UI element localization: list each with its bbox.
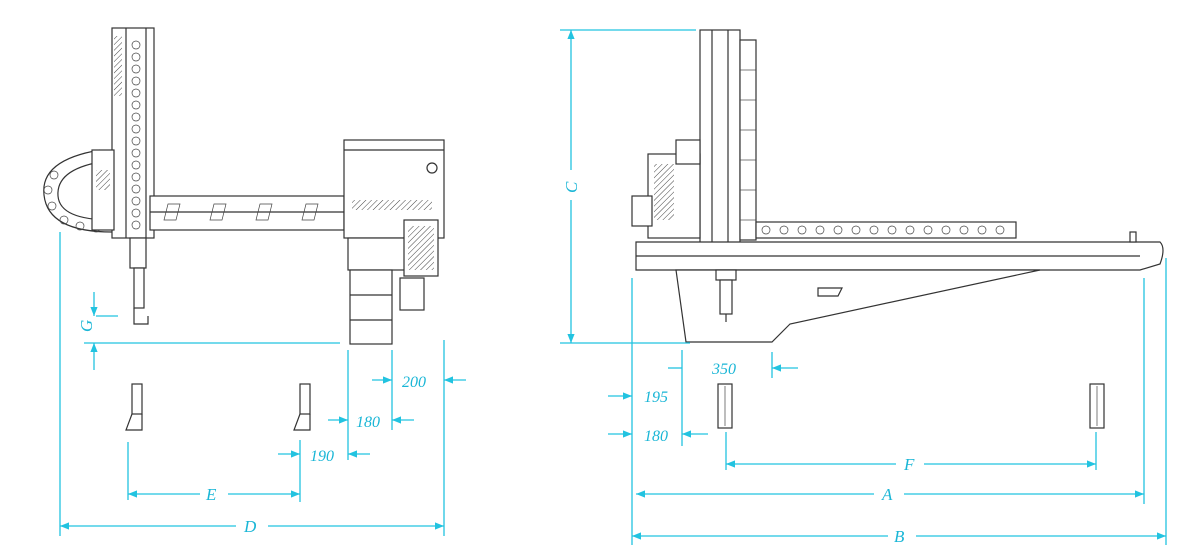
dim-A: A xyxy=(636,278,1145,504)
dim-180-left-label: 180 xyxy=(356,414,380,431)
left-cable-chain-links xyxy=(131,40,141,230)
dim-190: 190 xyxy=(278,440,370,502)
dim-180-right: 180 xyxy=(608,428,708,445)
right-horizontal-beam xyxy=(635,221,1164,271)
left-gripper xyxy=(129,237,149,325)
left-curved-cable-chain xyxy=(43,149,115,233)
dim-195: 195 xyxy=(608,278,683,545)
dim-180-right-label: 180 xyxy=(644,428,668,445)
dim-B-label: B xyxy=(894,527,905,546)
dim-F-label: F xyxy=(903,455,915,474)
right-gripper-position-2 xyxy=(1089,383,1105,429)
dim-D: D xyxy=(59,232,444,536)
dim-D-label: D xyxy=(243,517,257,536)
right-view: C 350 195 180 F xyxy=(560,29,1167,546)
dim-C-label: C xyxy=(562,181,581,193)
dim-180-left: 180 xyxy=(328,350,414,460)
right-gripper-position-1 xyxy=(717,383,733,429)
dim-195-label: 195 xyxy=(644,389,668,406)
dim-200-label: 200 xyxy=(402,374,426,391)
dim-350-label: 350 xyxy=(711,361,736,378)
left-control-box xyxy=(343,139,445,345)
left-vertical-mast xyxy=(111,27,155,239)
dim-350: 350 xyxy=(668,352,798,378)
right-vertical-mast xyxy=(699,29,757,271)
dim-A-label: A xyxy=(881,485,893,504)
left-horizontal-arm xyxy=(149,195,345,231)
dim-C: C xyxy=(560,29,696,344)
dim-200: 200 xyxy=(372,340,466,536)
right-carriage xyxy=(631,139,701,239)
dim-G: G xyxy=(77,292,340,370)
dim-F: F xyxy=(725,432,1097,474)
right-support-bracket xyxy=(675,269,1041,343)
left-gripper-position-2 xyxy=(293,383,311,431)
dim-B: B xyxy=(632,258,1167,546)
dim-G-label: G xyxy=(77,320,96,332)
dim-E: E xyxy=(127,442,300,504)
left-view: G 200 180 190 E xyxy=(43,27,466,536)
left-gripper-position-1 xyxy=(125,383,143,431)
right-gripper xyxy=(715,269,737,322)
dim-190-label: 190 xyxy=(310,448,334,465)
dim-E-label: E xyxy=(205,485,217,504)
